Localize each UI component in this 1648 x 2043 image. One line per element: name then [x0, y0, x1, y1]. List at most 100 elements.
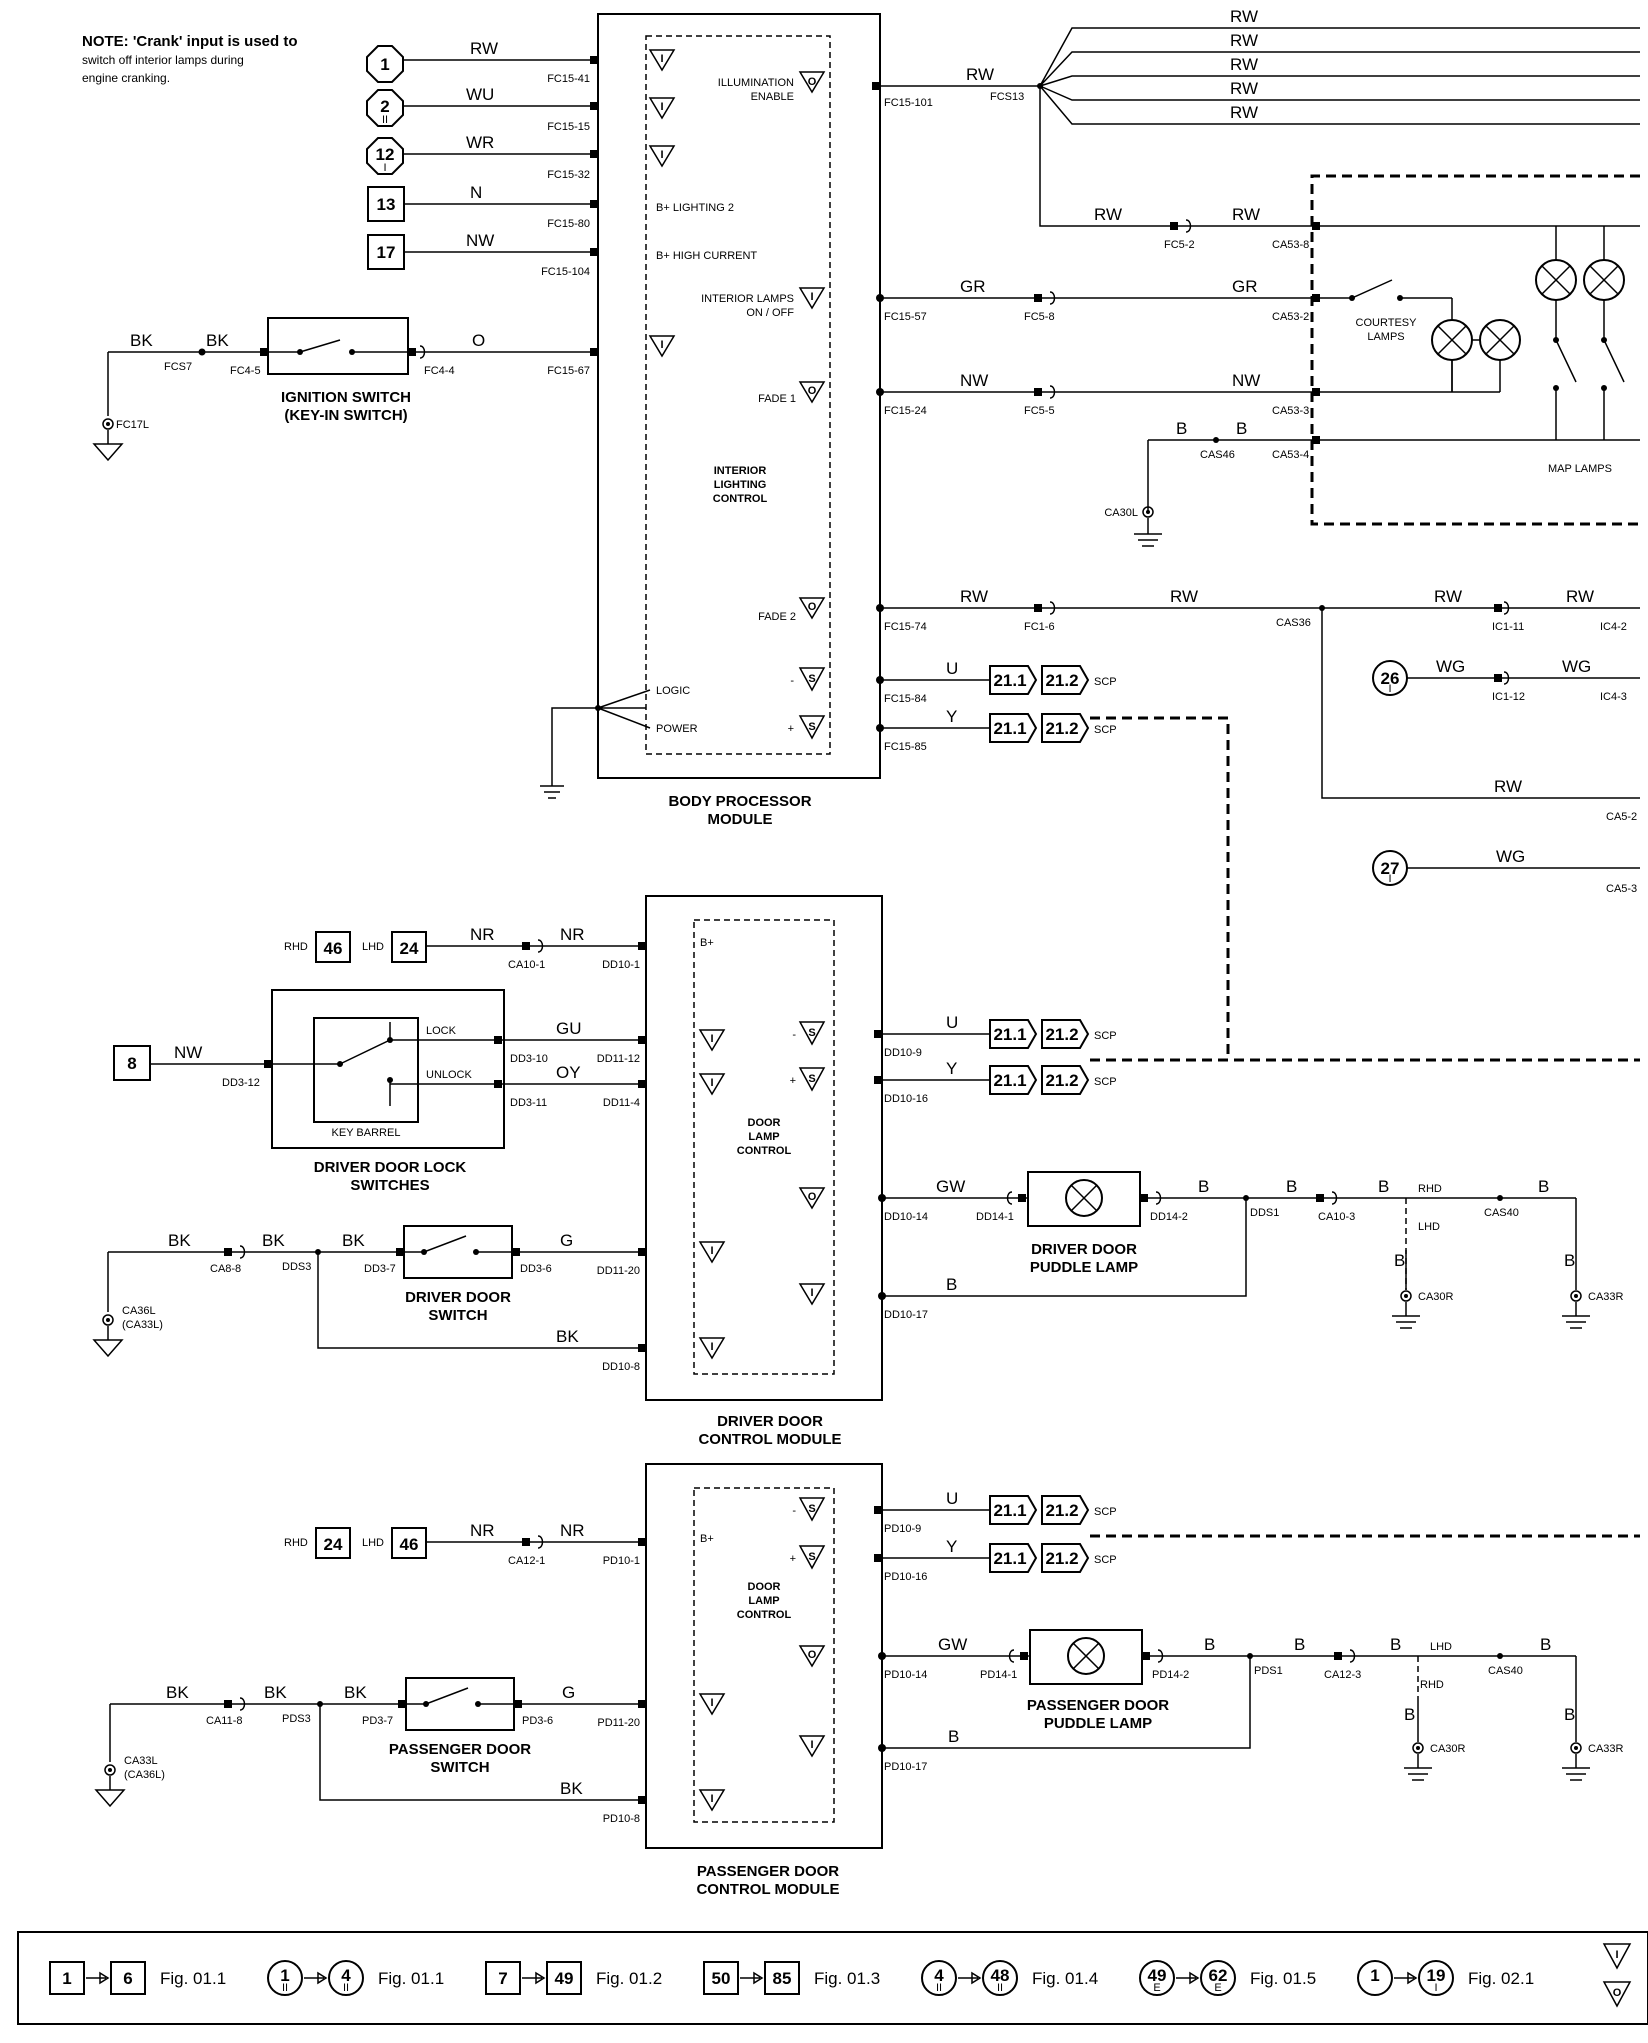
svg-text:I: I — [1434, 1982, 1437, 1994]
conn-ca53-3: CA53-3 — [1272, 405, 1309, 417]
conn-dd10-8: DD10-8 — [602, 1361, 640, 1373]
wire-o: O — [472, 331, 485, 350]
wire-b-cas46 — [1147, 439, 1320, 512]
conn-fc5-5: FC5-5 — [1024, 405, 1055, 417]
ddcm-ref-lhd — [391, 931, 427, 963]
conn-fc15-104: FC15-104 — [541, 266, 590, 278]
conn-fc15-101: FC15-101 — [884, 97, 933, 109]
conn-dd14-2: DD14-2 — [1150, 1211, 1188, 1223]
svg-text:I: I — [383, 162, 386, 174]
wire-b-pd-3: B — [1390, 1635, 1401, 1654]
conn-ca33r-pd: CA33R — [1588, 1743, 1624, 1755]
wire-nw-2: NW — [1232, 371, 1260, 390]
conn-ca11-8: CA11-8 — [206, 1715, 242, 1727]
dd-lhd-branch: LHD — [1418, 1221, 1440, 1233]
svg-text:I: I — [1388, 683, 1391, 695]
conn-ca36l-dd: CA36L — [122, 1305, 156, 1317]
ddcm-bplus: B+ — [700, 937, 714, 949]
bpm-fade-2: FADE 2 — [758, 611, 796, 623]
bpm-logic-ground — [540, 707, 598, 799]
map-lamps-label: MAP LAMPS — [1548, 463, 1612, 475]
wire-y-pd: Y — [946, 1537, 957, 1556]
conn-ca12-1: CA12-1 — [508, 1555, 545, 1567]
svg-text:S: S — [808, 673, 815, 685]
svg-text:II: II — [343, 1982, 349, 1994]
svg-text:24: 24 — [400, 939, 419, 958]
legend-fig: Fig. 01.3 — [814, 1969, 880, 1988]
svg-text:I: I — [660, 149, 663, 161]
svg-text:I: I — [660, 339, 663, 351]
wire-rw-5: RW — [1094, 205, 1122, 224]
legend-fig: Fig. 01.5 — [1250, 1969, 1316, 1988]
wire-g-pd: G — [562, 1683, 575, 1702]
svg-text:17: 17 — [377, 243, 396, 262]
pdcm-lhd: LHD — [362, 1537, 384, 1549]
conn-fc5-8: FC5-8 — [1024, 311, 1055, 323]
bpm-power: POWER — [656, 723, 698, 735]
ground-ca33r-pd — [1562, 1754, 1590, 1781]
svg-text:27: 27 — [1381, 859, 1400, 878]
input-ref-1: 1 — [366, 45, 404, 83]
wire-rw-courtesy — [1039, 86, 1320, 227]
wire-u-bpm: U — [946, 659, 958, 678]
wire-b-dd10-17: B — [946, 1275, 957, 1294]
conn-ca53-2: CA53-2 — [1272, 311, 1309, 323]
driver-door-control-module — [645, 895, 883, 1401]
svg-text:I: I — [810, 1739, 813, 1751]
wire-wg-2: WG — [1562, 657, 1591, 676]
conn-dd3-6: DD3-6 — [520, 1263, 552, 1275]
svg-text:E: E — [1153, 1982, 1160, 1994]
wire-rw-illum: RW — [966, 65, 994, 84]
legend-fig: Fig. 01.1 — [160, 1969, 226, 1988]
note-line-2: switch off interior lamps during — [82, 53, 244, 67]
wire-bk-dd-2: BK — [262, 1231, 285, 1250]
ddcm-inner-1: DOOR — [748, 1117, 781, 1129]
wire-b-pd-6: B — [1564, 1705, 1575, 1724]
conn-dd10-1: DD10-1 — [602, 959, 640, 971]
svg-text:I: I — [710, 1245, 713, 1257]
pd-rhd-branch: RHD — [1420, 1679, 1444, 1691]
wire-bk-dd-1: BK — [168, 1231, 191, 1250]
wire-nr-pd-2: NR — [560, 1521, 585, 1540]
dd-switch-title-1: DRIVER DOOR — [405, 1289, 511, 1306]
ddcm-title-1: DRIVER DOOR — [717, 1413, 823, 1430]
wire-b-pd-4: B — [1540, 1635, 1551, 1654]
svg-text:8: 8 — [127, 1054, 136, 1073]
scp-ref-a: 21.1 — [993, 719, 1026, 738]
wire-gw-dd: GW — [936, 1177, 965, 1196]
legend-fig: Fig. 02.1 — [1468, 1969, 1534, 1988]
pd-lhd-branch: LHD — [1430, 1641, 1452, 1653]
bpm-input-triangles — [648, 49, 676, 358]
conn-pd3-6: PD3-6 — [522, 1715, 553, 1727]
lock-switches-title-2: SWITCHES — [350, 1177, 429, 1194]
wire-b-1: B — [1176, 419, 1187, 438]
bpm-b-lighting-2: B+ LIGHTING 2 — [656, 202, 734, 214]
conn-ca5-2: CA5-2 — [1606, 811, 1637, 823]
svg-text:II: II — [282, 1982, 288, 1994]
svg-text:19: 19 — [1427, 1966, 1446, 1985]
pdcm-rhd: RHD — [284, 1537, 308, 1549]
input-ref-17: 17 — [367, 234, 405, 270]
wire-u-pd: U — [946, 1489, 958, 1508]
wire-wg-1: WG — [1436, 657, 1465, 676]
conn-ca30r-dd: CA30R — [1418, 1291, 1454, 1303]
ground-ca33l-pd — [94, 1776, 126, 1808]
wire-rw-fade2-4: RW — [1566, 587, 1594, 606]
wire-g-dd: G — [560, 1231, 573, 1250]
conn-dd10-14: DD10-14 — [884, 1211, 928, 1223]
bpm-inner-label-2: LIGHTING — [714, 479, 767, 491]
svg-text:24: 24 — [324, 1535, 343, 1554]
bpm-title-1: BODY PROCESSOR — [668, 793, 811, 810]
svg-text:-: - — [790, 675, 794, 687]
ddcm-ref-rhd — [315, 931, 351, 963]
conn-fcs13: FCS13 — [990, 91, 1024, 103]
conn-ca30r-pd: CA30R — [1430, 1743, 1466, 1755]
wire-b-dd-2: B — [1286, 1177, 1297, 1196]
wire-b-dd-5: B — [1394, 1251, 1405, 1270]
ignition-switch — [267, 317, 409, 375]
